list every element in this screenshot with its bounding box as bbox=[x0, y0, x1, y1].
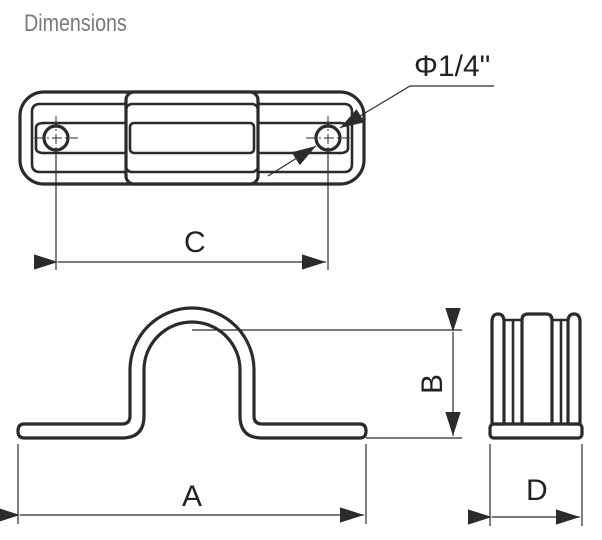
dimension-b-label: B bbox=[416, 374, 449, 394]
dimension-b: B bbox=[192, 308, 462, 439]
diameter-callout: Φ1/4" bbox=[267, 50, 494, 177]
diameter-label: Φ1/4" bbox=[414, 50, 490, 83]
dimension-c: C bbox=[34, 150, 329, 270]
page-title: Dimensions bbox=[24, 10, 127, 37]
dimension-c-label: C bbox=[184, 226, 206, 259]
top-view-clamp bbox=[18, 90, 366, 186]
dimension-a: A bbox=[0, 444, 367, 524]
side-view-clamp bbox=[16, 306, 368, 440]
dimension-a-label: A bbox=[182, 480, 202, 513]
dimension-d-label: D bbox=[526, 474, 548, 507]
dimension-d: D bbox=[468, 444, 583, 526]
end-view-clamp bbox=[488, 312, 584, 440]
